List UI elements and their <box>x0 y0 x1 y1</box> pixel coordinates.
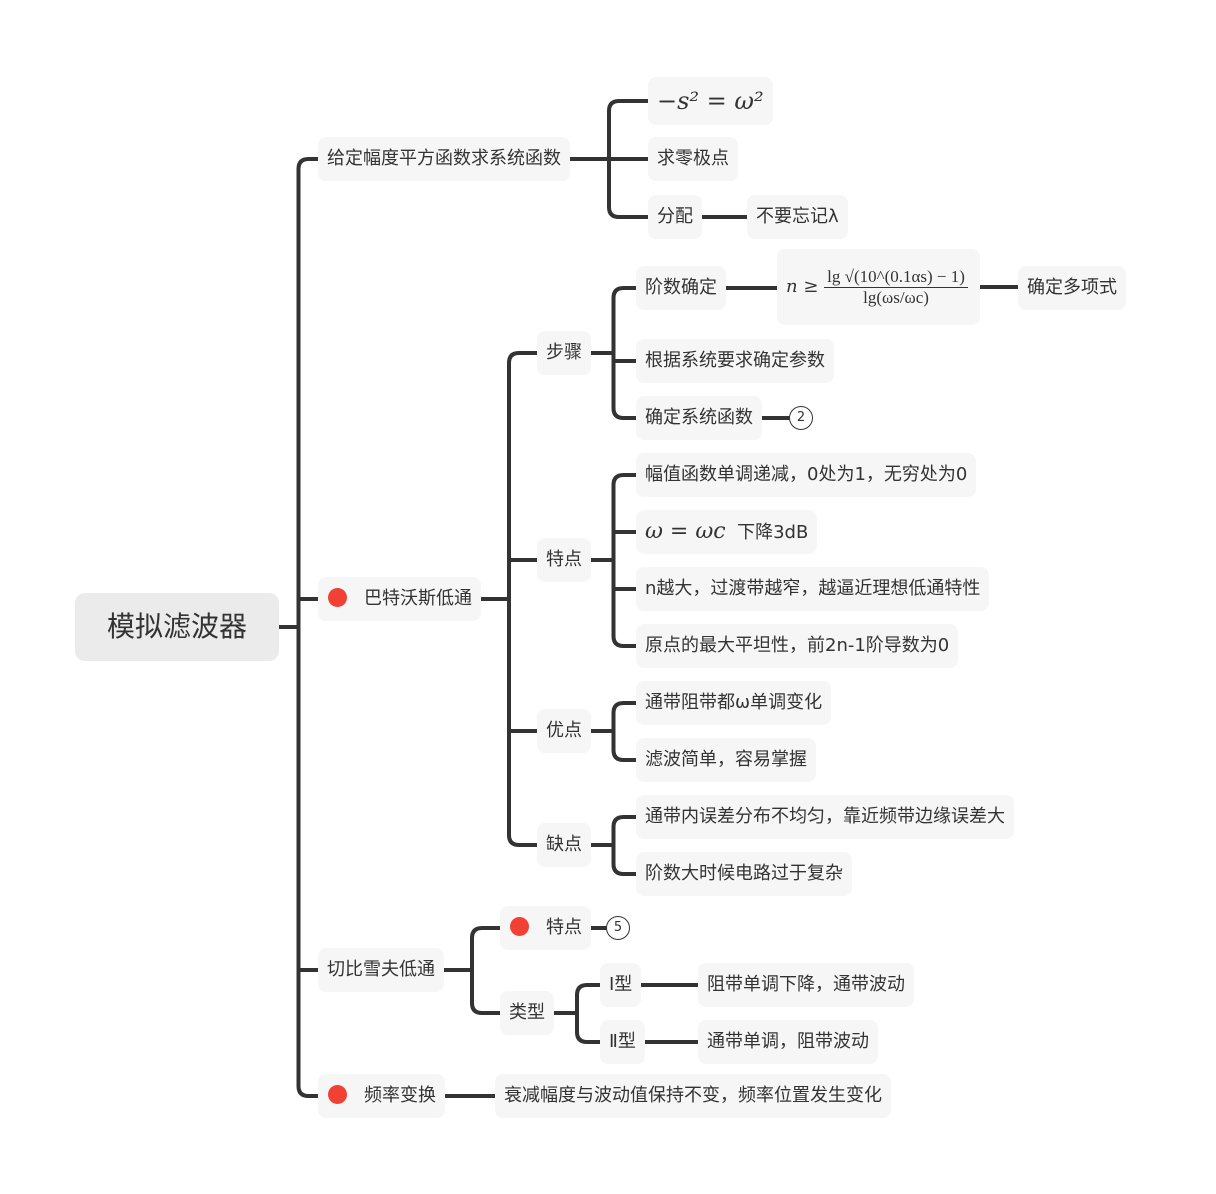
topic-chebyshev[interactable]: 切比雪夫低通 <box>318 948 444 992</box>
topic-frequency-transform[interactable]: 频率变换 <box>318 1074 445 1118</box>
connector-line <box>611 815 638 829</box>
topic-cons[interactable]: 缺点 <box>537 823 591 867</box>
topic-polynomial[interactable]: 确定多项式 <box>1018 266 1126 310</box>
formula-lhs: n ≥ <box>786 276 819 297</box>
topic-butterworth[interactable]: 巴特沃斯低通 <box>318 577 481 621</box>
connector-line <box>611 748 638 762</box>
topic-params[interactable]: 根据系统要求确定参数 <box>636 339 834 383</box>
connector-line <box>470 1001 502 1015</box>
connector-line <box>607 99 650 113</box>
topic-label: 巴特沃斯低通 <box>364 588 472 609</box>
topic-amplitude-square[interactable]: 给定幅度平方函数求系统函数 <box>318 137 570 181</box>
topic-label: 特点 <box>546 917 582 938</box>
feature-item[interactable]: 原点的最大平坦性，前2n-1阶导数为0 <box>636 624 959 668</box>
topic-assign[interactable]: 分配 <box>648 195 702 239</box>
connector-line <box>611 701 638 715</box>
topic-order[interactable]: 阶数确定 <box>636 266 726 310</box>
type2-desc[interactable]: 通带单调，阻带波动 <box>698 1020 878 1064</box>
connector-line <box>296 157 320 171</box>
feature-item[interactable]: 幅值函数单调递减，0处为1，无穷处为0 <box>636 453 977 497</box>
formula-s-omega[interactable]: −s² = ω² <box>648 77 773 125</box>
topic-find-poles[interactable]: 求零极点 <box>648 137 738 181</box>
frequency-transform-desc[interactable]: 衰减幅度与波动值保持不变，频率位置发生变化 <box>495 1074 891 1118</box>
connector-line <box>296 1084 320 1098</box>
connector-line <box>470 926 502 940</box>
connector-line <box>611 634 638 648</box>
pro-item[interactable]: 滤波简单，容易掌握 <box>636 738 816 782</box>
formula-denominator: lg(ωs/ωc) <box>863 287 929 307</box>
topic-types[interactable]: 类型 <box>500 991 554 1035</box>
red-marker-icon <box>510 917 529 936</box>
connector-line <box>607 205 650 219</box>
pro-item[interactable]: 通带阻带都ω单调变化 <box>636 681 832 725</box>
topic-features[interactable]: 特点 <box>537 538 591 582</box>
collapsed-count-badge[interactable]: 2 <box>789 406 813 430</box>
red-marker-icon <box>328 1085 347 1104</box>
feature-text: 下降3dB <box>737 522 809 543</box>
type1-desc[interactable]: 阻带单调下降，通带波动 <box>698 963 914 1007</box>
formula-omega-c: ω = ωc <box>645 519 726 544</box>
red-marker-icon <box>328 588 347 607</box>
formula-order[interactable]: n ≥ lg √(10^(0.1αs) − 1)lg(ωs/ωc) <box>777 249 980 325</box>
topic-pros[interactable]: 优点 <box>537 709 591 753</box>
con-item[interactable]: 阶数大时候电路过于复杂 <box>636 852 852 896</box>
root-topic[interactable]: 模拟滤波器 <box>75 593 279 661</box>
collapsed-count-badge[interactable]: 5 <box>606 916 630 940</box>
topic-type1[interactable]: Ⅰ型 <box>600 963 642 1007</box>
feature-item[interactable]: ω = ωc 下降3dB <box>636 510 818 554</box>
connector-line <box>507 351 539 365</box>
topic-steps[interactable]: 步骤 <box>537 331 591 375</box>
topic-label: 频率变换 <box>364 1085 436 1106</box>
connector-line <box>611 406 638 420</box>
topic-type2[interactable]: Ⅱ型 <box>600 1020 645 1064</box>
feature-item[interactable]: n越大，过渡带越窄，越逼近理想低通特性 <box>636 567 990 611</box>
connector-line <box>575 983 602 997</box>
connector-line <box>611 473 638 487</box>
connector-line <box>575 1030 602 1044</box>
topic-system-function[interactable]: 确定系统函数 <box>636 396 762 440</box>
connector-line <box>611 862 638 876</box>
connector-line <box>507 833 539 847</box>
con-item[interactable]: 通带内误差分布不均匀，靠近频带边缘误差大 <box>636 795 1014 839</box>
topic-assign-note[interactable]: 不要忘记λ <box>747 195 848 239</box>
formula-numerator: lg √(10^(0.1αs) − 1) <box>824 267 968 288</box>
topic-cheb-features[interactable]: 特点 <box>500 906 591 950</box>
connector-line <box>611 286 638 300</box>
